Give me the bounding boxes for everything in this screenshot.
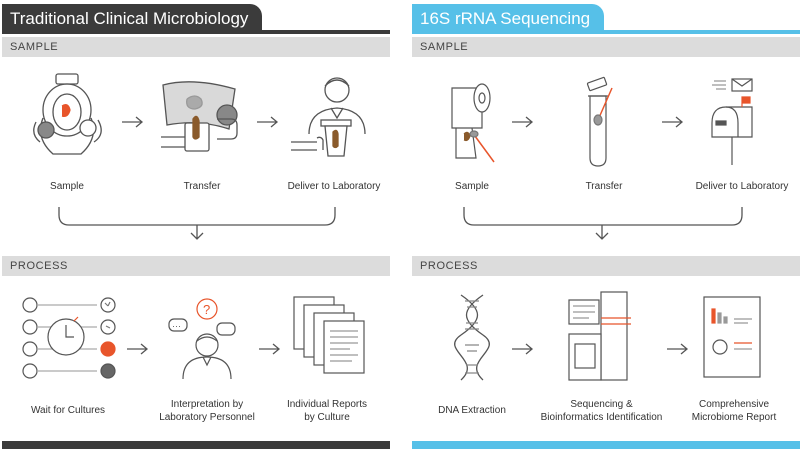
- panel-title: 16S rRNA Sequencing: [412, 4, 605, 34]
- wait-step-label: Wait for Cultures: [30, 405, 106, 416]
- toilet-paper-swab-icon: [450, 78, 510, 173]
- svg-text:?: ?: [203, 302, 210, 317]
- process-section-header: PROCESS: [412, 256, 800, 276]
- sequencing-step-label: Sequencing & Bioinformatics Identificati…: [534, 398, 669, 424]
- lab-personnel-icon: ··· ?: [167, 295, 247, 385]
- arrow-right-icon: [122, 115, 146, 133]
- arrow-right-icon: [512, 342, 536, 360]
- toilet-sample-icon: [22, 70, 112, 175]
- label-line-2: by Culture: [304, 412, 350, 423]
- dna-step-label: DNA Extraction: [438, 405, 506, 416]
- panel-bottom-bar: [2, 441, 390, 449]
- dna-helix-icon: [454, 294, 490, 390]
- culture-clock-icon: [22, 295, 122, 385]
- process-section-header: PROCESS: [2, 256, 390, 276]
- deliver-step-label: Deliver to Laboratory: [287, 181, 381, 192]
- traditional-panel: Traditional Clinical Microbiology SAMPLE…: [2, 0, 390, 452]
- converge-bracket: [57, 205, 337, 250]
- arrow-right-icon: [667, 342, 691, 360]
- arrow-right-icon: [127, 342, 151, 360]
- tube-swab-icon: [580, 76, 630, 173]
- title-underline: [412, 30, 800, 34]
- report-stack-icon: [292, 295, 372, 385]
- deliver-step-label: Deliver to Laboratory: [695, 181, 789, 192]
- arrow-right-icon: [259, 342, 283, 360]
- reports-step-label: Individual Reports by Culture: [267, 398, 387, 424]
- sample-step-label: Sample: [455, 181, 489, 192]
- sequencer-icon: [567, 290, 632, 387]
- svg-text:···: ···: [172, 321, 181, 331]
- arrow-right-icon: [512, 115, 536, 133]
- arrow-right-icon: [257, 115, 281, 133]
- interpretation-step-label: Interpretation by Laboratory Personnel: [142, 398, 272, 424]
- converge-bracket: [462, 205, 747, 250]
- transfer-step-label: Transfer: [585, 181, 623, 192]
- sample-section-header: SAMPLE: [412, 37, 800, 57]
- courier-delivery-icon: [287, 72, 377, 172]
- label-line-1: Individual Reports: [286, 399, 368, 410]
- microbiome-report-icon: [702, 295, 762, 385]
- label-line-2: Microbiome Report: [691, 412, 777, 423]
- panel-title: Traditional Clinical Microbiology: [2, 4, 263, 34]
- label-line-2: Laboratory Personnel: [159, 412, 255, 423]
- arrow-right-icon: [662, 115, 686, 133]
- sample-section-header: SAMPLE: [2, 37, 390, 57]
- sequencing-panel: 16S rRNA Sequencing SAMPLE Sample Transf…: [412, 0, 800, 452]
- transfer-hands-icon: [157, 75, 247, 170]
- label-line-2: Bioinformatics Identification: [540, 412, 663, 423]
- label-line-1: Sequencing &: [570, 399, 633, 410]
- transfer-step-label: Transfer: [183, 181, 221, 192]
- label-line-1: Interpretation by: [170, 399, 244, 410]
- title-underline: [2, 30, 390, 34]
- report-step-label: Comprehensive Microbiome Report: [674, 398, 794, 424]
- panel-bottom-bar: [412, 441, 800, 449]
- label-line-1: Comprehensive: [698, 399, 770, 410]
- mailbox-icon: [710, 75, 770, 175]
- sample-step-label: Sample: [50, 181, 84, 192]
